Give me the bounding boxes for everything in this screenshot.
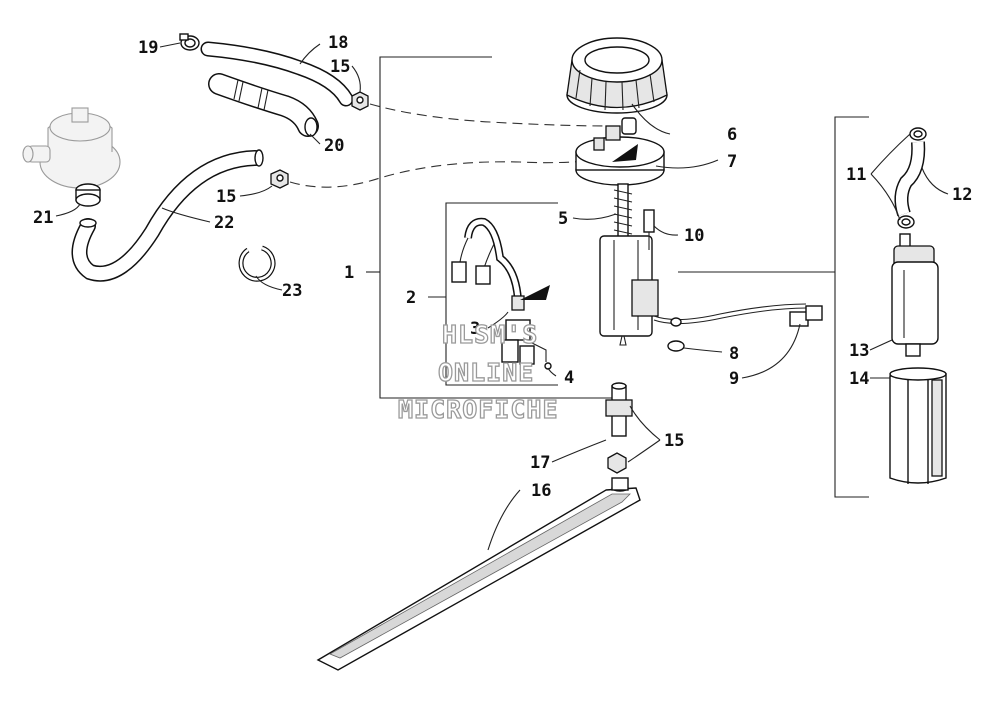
label-14: 14: [849, 369, 869, 389]
label-13: 13: [849, 341, 869, 361]
harness-2: [451, 217, 550, 311]
watermark-line-1: HLSM'S: [442, 320, 538, 349]
label-9: 9: [729, 369, 739, 389]
hose-12: [894, 141, 926, 217]
fuel-sender-unit: [22, 107, 121, 189]
label-15-mid: 15: [216, 187, 236, 207]
route-line-lower: [289, 159, 599, 188]
label-10: 10: [684, 226, 704, 246]
arrow-marker-7: [612, 144, 638, 162]
label-15-top: 15: [330, 57, 350, 77]
label-1: 1: [344, 263, 354, 283]
clamp-23: [238, 245, 276, 282]
pickup-strainer-16: [316, 477, 641, 671]
leader-lines: [55, 42, 949, 551]
label-19: 19: [138, 38, 158, 58]
tube-17: [605, 382, 633, 437]
clamp-11-lower: [897, 215, 915, 229]
connector-3: [501, 319, 547, 365]
watermark-line-2: ONLINE: [438, 358, 534, 387]
route-line-upper: [369, 103, 613, 127]
label-20: 20: [324, 136, 344, 156]
nut-15-upper: [351, 91, 369, 111]
label-22: 22: [214, 213, 234, 233]
hose-18: [200, 41, 354, 107]
label-2: 2: [406, 288, 416, 308]
strainer-sleeve-14: [889, 367, 947, 484]
label-15-low: 15: [664, 431, 684, 451]
fitting-21: [75, 183, 101, 207]
hose-20: [208, 73, 319, 137]
label-23: 23: [282, 281, 302, 301]
arrow-marker-2: [520, 285, 550, 300]
watermark-line-3: MICROFICHE: [398, 395, 559, 424]
bracket-1: [366, 56, 620, 399]
hose-22: [71, 149, 264, 282]
bracket-pump-detail: [678, 116, 869, 498]
label-12: 12: [952, 185, 972, 205]
fuel-pump-13: [891, 233, 939, 357]
clamp-11-upper: [909, 127, 927, 141]
nut-15-lower: [607, 452, 627, 474]
label-8: 8: [729, 344, 739, 364]
label-18: 18: [328, 33, 348, 53]
pump-body: [599, 209, 659, 346]
label-21: 21: [33, 208, 53, 228]
clamp-19: [179, 33, 200, 51]
lock-ring-6: [566, 37, 668, 114]
label-17: 17: [530, 453, 550, 473]
label-11: 11: [846, 165, 866, 185]
nut-15-middle: [270, 169, 289, 189]
label-6: 6: [727, 125, 737, 145]
bracket-2: [428, 202, 558, 386]
label-3: 3: [470, 319, 480, 339]
pump-flange-7: [575, 117, 665, 186]
label-5: 5: [558, 209, 568, 229]
clip-8: [667, 317, 685, 352]
label-7: 7: [727, 152, 737, 172]
label-16: 16: [531, 481, 551, 501]
label-4: 4: [564, 368, 574, 388]
sender-wire-9: [653, 303, 823, 327]
